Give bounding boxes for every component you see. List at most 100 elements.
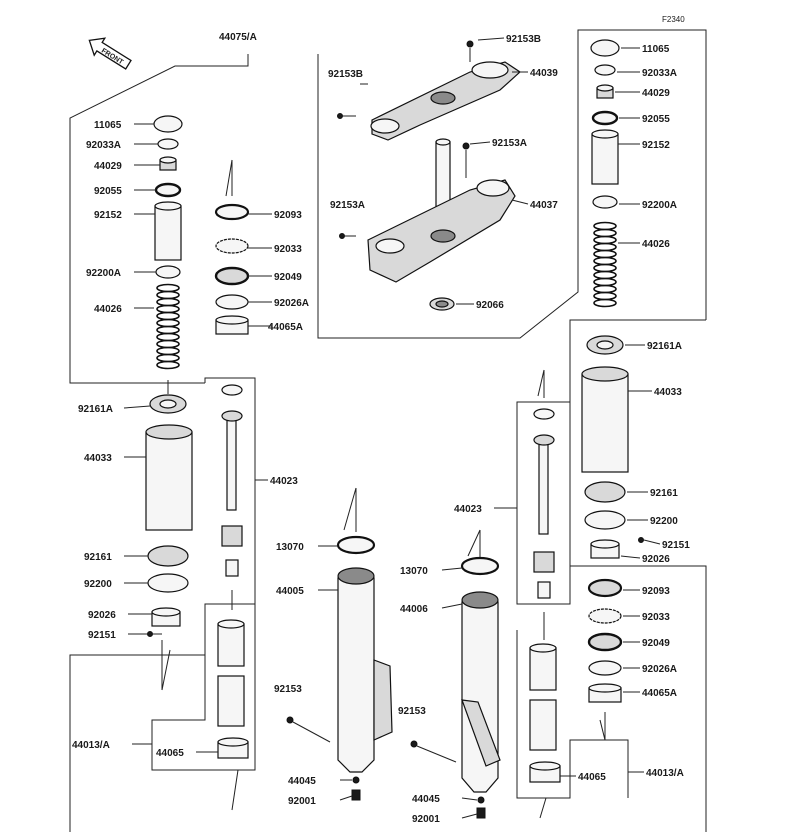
label-left-44033: 44033 (84, 453, 112, 464)
fork-tube-44005 (286, 487, 393, 801)
label-right-92200: 92200 (650, 516, 678, 527)
spring-coil (593, 277, 617, 287)
label-92153A-right: 92153A (492, 138, 527, 149)
spring-coil (156, 339, 180, 349)
spring-coil (593, 256, 617, 266)
label-left-11065: 11065 (94, 120, 122, 131)
label-left-92033A: 92033A (86, 140, 121, 151)
leader-lines (123, 37, 661, 819)
upper-triple-clamp-44039 (370, 40, 521, 141)
label-mid-44005: 44005 (276, 586, 304, 597)
label-right-92152: 92152 (642, 140, 670, 151)
spring-coil (156, 297, 180, 307)
label-44037: 44037 (530, 200, 558, 211)
right-damper-stack (529, 369, 561, 819)
label-mid-92153: 92153 (274, 684, 302, 695)
label-right-44029: 44029 (642, 88, 670, 99)
label-r-44045: 44045 (412, 794, 440, 805)
label-mid-44065A: 44065A (268, 322, 303, 333)
label-right-92161A: 92161A (647, 341, 682, 352)
label-left-44029: 44029 (94, 161, 122, 172)
group-frames (69, 29, 707, 832)
label-44039: 44039 (530, 68, 558, 79)
label-left-92200A: 92200A (86, 268, 121, 279)
label-92066: 92066 (476, 300, 504, 311)
spring-coil (156, 325, 180, 335)
label-left-92151: 92151 (88, 630, 116, 641)
label-right-92151: 92151 (662, 540, 690, 551)
label-mid-92049: 92049 (274, 272, 302, 283)
label-92153A-left: 92153A (330, 200, 365, 211)
left-spring-44026 (156, 283, 180, 370)
right-spring-stack (581, 39, 644, 741)
spring-coil (156, 283, 180, 293)
label-right-44065: 44065 (578, 772, 606, 783)
label-right-92200A: 92200A (642, 200, 677, 211)
label-mid-92001: 92001 (288, 796, 316, 807)
label-left-44065: 44065 (156, 748, 184, 759)
label-r-13070: 13070 (400, 566, 428, 577)
label-left-44013A: 44013/A (72, 740, 110, 751)
label-44075A: 44075/A (219, 32, 257, 43)
label-right-44013A: 44013/A (646, 768, 684, 779)
label-right-92026: 92026 (642, 554, 670, 565)
label-right-92049: 92049 (642, 638, 670, 649)
label-right-92026A: 92026A (642, 664, 677, 675)
spring-coil (593, 284, 617, 294)
label-right-92093: 92093 (642, 586, 670, 597)
spring-coil (156, 332, 180, 342)
label-right-44065A: 44065A (642, 688, 677, 699)
spring-coil (156, 360, 180, 370)
label-mid-44023: 44023 (270, 476, 298, 487)
frame-44013A-left (151, 604, 256, 771)
fork-tube-44006 (410, 529, 501, 819)
label-left-92161A: 92161A (78, 404, 113, 415)
label-mid-92026A: 92026A (274, 298, 309, 309)
label-left-92152: 92152 (94, 210, 122, 221)
frame-44023-right (516, 401, 571, 605)
label-left-44026: 44026 (94, 304, 122, 315)
right-spring-44026 (593, 221, 617, 308)
spring-coil (593, 263, 617, 273)
label-r-92001: 92001 (412, 814, 440, 825)
spring-coil (156, 290, 180, 300)
label-r-44023: 44023 (454, 504, 482, 515)
label-92153B-left: 92153B (328, 69, 363, 80)
spring-coil (593, 249, 617, 259)
front-arrow-icon: FRONT (88, 37, 132, 70)
frame-44013A-right (516, 630, 629, 799)
spring-coil (156, 353, 180, 363)
label-right-11065: 11065 (642, 44, 670, 55)
spring-coil (593, 228, 617, 238)
spring-coil (593, 235, 617, 245)
frame-left-top (69, 54, 249, 384)
label-mid-92033: 92033 (274, 244, 302, 255)
lower-triple-clamp-44037 (337, 113, 516, 283)
label-right-44026: 44026 (642, 239, 670, 250)
figure-code: F2340 (662, 15, 685, 24)
label-mid-13070: 13070 (276, 542, 304, 553)
label-92153B-top: 92153B (506, 34, 541, 45)
label-r-44006: 44006 (400, 604, 428, 615)
label-left-92200: 92200 (84, 579, 112, 590)
label-right-44033: 44033 (654, 387, 682, 398)
spring-coil (593, 221, 617, 231)
label-left-92055: 92055 (94, 186, 122, 197)
label-right-92033A: 92033A (642, 68, 677, 79)
label-right-92055: 92055 (642, 114, 670, 125)
spring-coil (593, 270, 617, 280)
frame-clamp (317, 29, 707, 339)
part-labels: 44075/A 92153B 92153B 44039 92153A 92153… (72, 32, 690, 825)
seal-92066 (429, 297, 455, 311)
left-spring-stack (145, 115, 193, 691)
middle-seal-stack (214, 159, 250, 811)
frame-left-bottom (69, 377, 256, 832)
label-right-92033: 92033 (642, 612, 670, 623)
label-left-92026: 92026 (88, 610, 116, 621)
spring-coil (593, 291, 617, 301)
label-left-92161: 92161 (84, 552, 112, 563)
spring-coil (156, 346, 180, 356)
spring-coil (593, 242, 617, 252)
